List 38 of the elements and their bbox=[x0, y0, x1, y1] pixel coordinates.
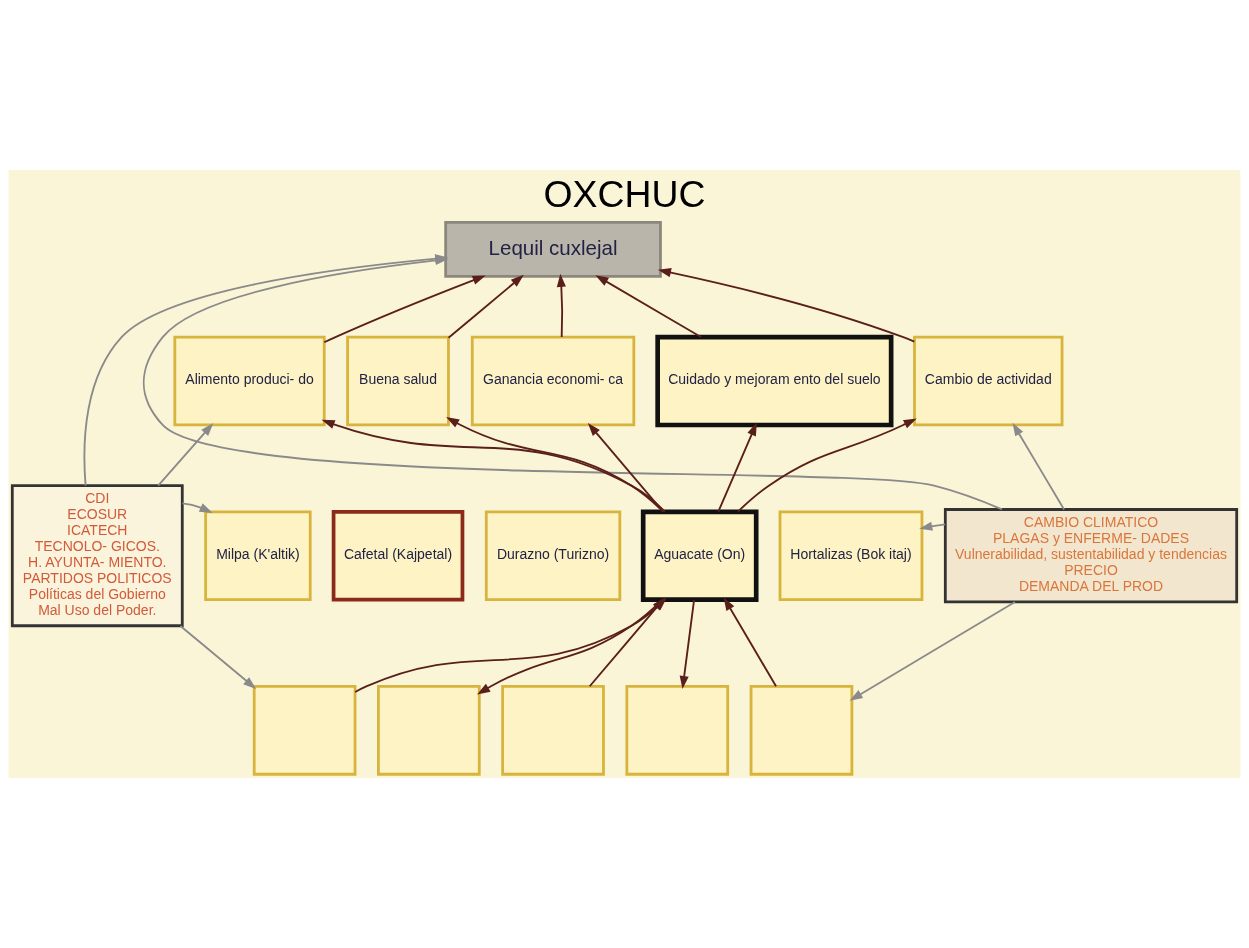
node-box bbox=[501, 685, 605, 776]
arrow bbox=[477, 598, 664, 695]
node-box: Hortalizas (Bok itaj) bbox=[778, 510, 924, 601]
node-box bbox=[252, 685, 357, 776]
node-box: Ganancia economi- ca bbox=[470, 335, 636, 427]
arrow bbox=[723, 597, 777, 688]
arrow bbox=[446, 416, 664, 513]
node-box: Cafetal (Kajpetal) bbox=[331, 509, 465, 602]
arrow bbox=[447, 274, 524, 339]
node-box: Lequil cuxlejal bbox=[444, 220, 662, 278]
node-box: Buena salud bbox=[346, 335, 450, 427]
arrow bbox=[595, 275, 702, 338]
arrow bbox=[679, 598, 696, 690]
node-box bbox=[377, 685, 481, 776]
arrow bbox=[919, 521, 947, 531]
node-box: Cambio de actividad bbox=[913, 335, 1064, 427]
arrow bbox=[556, 273, 566, 338]
arrow bbox=[587, 423, 664, 513]
node-box: Milpa (K'altik) bbox=[204, 510, 312, 601]
arrow bbox=[657, 268, 916, 343]
node-box bbox=[749, 685, 854, 776]
arrow bbox=[321, 419, 666, 513]
node-box: CDI ECOSUR ICATECH TECNOLO- GICOS. H. AYUNTA- MIENTO. PARTIDOS POLITICOS Políticas del Gobierno Mal Uso del Poder. bbox=[10, 484, 184, 628]
node-box: CAMBIO CLIMATICO PLAGAS y ENFERME- DADES Vulnerabilidad, sustentabilidad y tendencias PRECIO DEMANDA DEL PROD bbox=[943, 508, 1239, 604]
arrow bbox=[737, 418, 917, 513]
arrow bbox=[323, 275, 486, 344]
arrow bbox=[1012, 422, 1065, 511]
node-box: Durazno (Turizno) bbox=[484, 510, 622, 601]
arrow bbox=[179, 625, 257, 690]
node-box: Cuidado y mejoram ento del suelo bbox=[655, 334, 894, 428]
diagram-title: OXCHUC bbox=[543, 173, 706, 216]
node-box: Aguacate (On) bbox=[640, 509, 759, 602]
node-box: Alimento produci- do bbox=[173, 335, 326, 427]
node-box bbox=[625, 685, 730, 776]
arrow bbox=[157, 423, 214, 487]
arrow bbox=[717, 422, 757, 513]
arrow bbox=[849, 601, 1016, 701]
arrow bbox=[181, 502, 213, 513]
